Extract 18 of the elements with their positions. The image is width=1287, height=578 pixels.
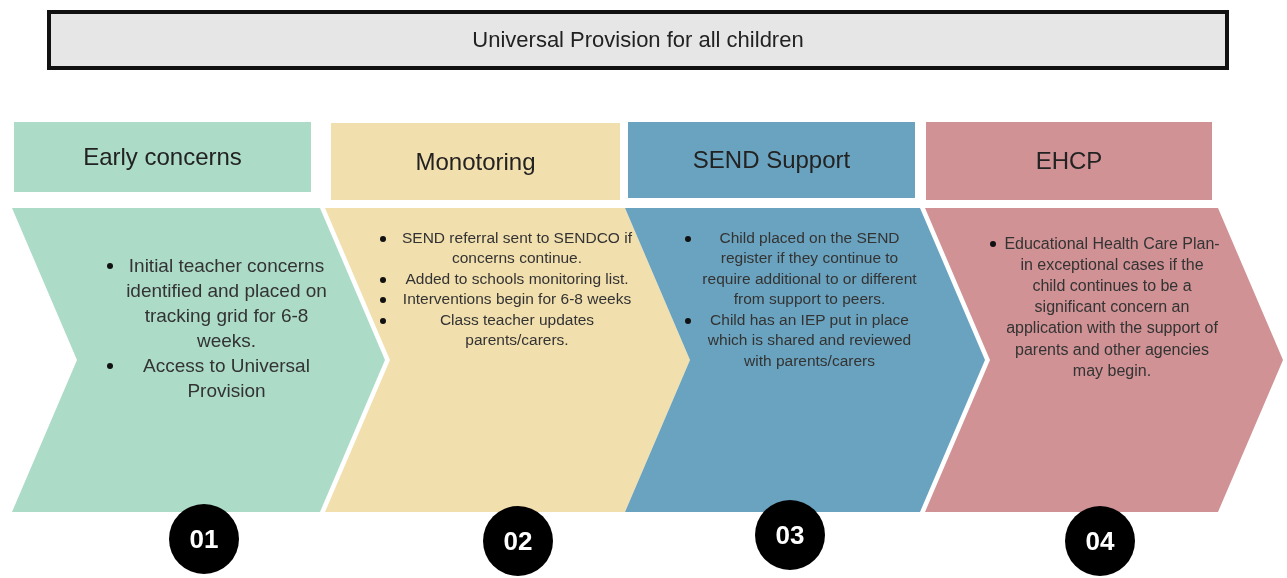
bullet-text: Added to schools monitoring list. — [404, 268, 630, 289]
stage-heading: EHCP — [926, 122, 1212, 200]
bullet-text: Child placed on the SEND register if they continue to require additional to or different from support to peers. — [701, 228, 918, 310]
step-number: 04 — [1065, 506, 1135, 576]
step-number: 01 — [169, 504, 239, 574]
title-banner: Universal Provision for all children — [47, 10, 1229, 70]
step-number: 02 — [483, 506, 553, 576]
stage-heading: Early concerns — [14, 122, 311, 192]
bullet-text: Access to Universal Provision — [142, 354, 311, 404]
bullet-text: Interventions begin for 6-8 weeks — [401, 289, 633, 310]
bullet-text: Class teacher updates parents/carers. — [438, 309, 596, 351]
stage-heading: Monotoring — [331, 123, 620, 200]
stage-heading: SEND Support — [628, 122, 915, 198]
bullet-text: SEND referral sent to SENDCO if concerns continue. — [401, 228, 633, 269]
bullet-text: Child has an IEP put in place which is shared and reviewed with parents/carers — [706, 309, 913, 371]
bullet-text: Educational Health Care Plan- in exceptional cases if the child continues to be a significant concern an application with the support of parents and other agencies may begin. — [1004, 234, 1220, 381]
bullet-text: Initial teacher concerns identified and placed on tracking grid for 6-8 weeks. — [125, 254, 328, 354]
step-number: 03 — [755, 500, 825, 570]
